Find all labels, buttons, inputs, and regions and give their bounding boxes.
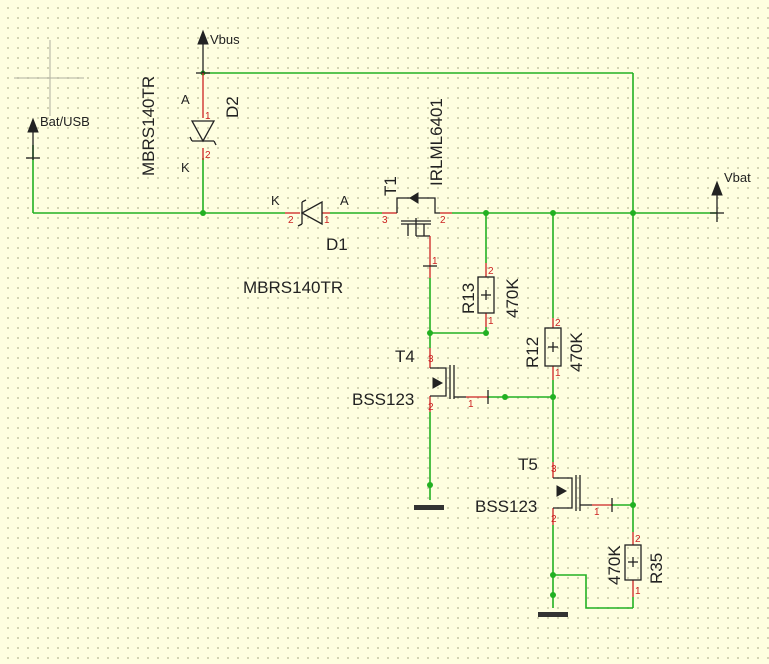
d1-value: MBRS140TR bbox=[243, 278, 343, 297]
r35-pin1: 1 bbox=[635, 586, 641, 597]
junction-dot bbox=[550, 572, 556, 578]
junction-dot bbox=[502, 394, 508, 400]
d1-pin-a-label: A bbox=[340, 193, 349, 208]
t1-pin1: 1 bbox=[432, 256, 438, 267]
d2-ref: D2 bbox=[223, 96, 242, 118]
junctions bbox=[200, 70, 636, 598]
net-port-vbat: Vbat bbox=[710, 170, 751, 222]
d1-pin1: 1 bbox=[324, 215, 330, 226]
resistor-r13: 2 1 R13 470K bbox=[459, 263, 522, 327]
t4-ref: T4 bbox=[395, 347, 415, 366]
junction-dot bbox=[427, 330, 433, 336]
ground-symbol bbox=[538, 612, 568, 617]
diode-d2: 1 2 A K D2 MBRS140TR bbox=[139, 73, 242, 176]
d2-pin1: 1 bbox=[205, 111, 211, 122]
d2-value: MBRS140TR bbox=[139, 76, 158, 176]
t1-pin2: 2 bbox=[440, 215, 446, 226]
t5-pin2: 2 bbox=[551, 514, 557, 525]
t5-pin3: 3 bbox=[551, 464, 557, 475]
d2-pin2: 2 bbox=[205, 150, 211, 161]
net-label-vbat: Vbat bbox=[724, 170, 751, 185]
r35-value: 470K bbox=[605, 545, 624, 585]
d1-pin-k-label: K bbox=[271, 193, 280, 208]
junction-dot bbox=[550, 210, 556, 216]
net-port-bat-usb: Bat/USB bbox=[26, 114, 90, 160]
mosfet-t5: 3 2 1 T5 BSS123 bbox=[475, 455, 613, 525]
origin-crosshair bbox=[14, 40, 84, 116]
wires bbox=[32, 72, 717, 609]
d1-ref: D1 bbox=[326, 235, 348, 254]
wire-r35-return bbox=[553, 574, 633, 609]
ground-symbol bbox=[414, 505, 444, 510]
junction-dot bbox=[550, 592, 556, 598]
t5-value: BSS123 bbox=[475, 497, 537, 516]
r12-pin1: 1 bbox=[555, 368, 561, 379]
t1-ref: T1 bbox=[381, 176, 400, 196]
net-port-vbus: Vbus bbox=[196, 29, 240, 74]
r12-ref: R12 bbox=[523, 337, 542, 368]
mosfet-t4: 3 2 1 T4 BSS123 bbox=[352, 347, 489, 413]
junction-dot bbox=[200, 210, 206, 216]
mosfet-t1: 3 2 1 T1 IRLML6401 bbox=[381, 98, 452, 278]
t5-ref: T5 bbox=[518, 455, 538, 474]
t4-value: BSS123 bbox=[352, 390, 414, 409]
r12-value: 470K bbox=[567, 332, 586, 372]
t4-pin2: 2 bbox=[428, 402, 434, 413]
r12-pin2: 2 bbox=[555, 318, 561, 329]
t4-pin1: 1 bbox=[468, 399, 474, 410]
t5-pin1: 1 bbox=[594, 507, 600, 518]
r35-pin2: 2 bbox=[635, 534, 641, 545]
junction-dot bbox=[483, 210, 489, 216]
d1-pin2: 2 bbox=[288, 215, 294, 226]
junction-dot bbox=[630, 502, 636, 508]
d2-pin-a-label: A bbox=[181, 92, 190, 107]
d2-pin-k-label: K bbox=[181, 160, 190, 175]
r13-pin1: 1 bbox=[488, 316, 494, 327]
r13-ref: R13 bbox=[459, 283, 478, 314]
resistor-r12: 2 1 R12 470K bbox=[523, 318, 586, 380]
junction-dot bbox=[630, 210, 636, 216]
net-label-bat-usb: Bat/USB bbox=[40, 114, 90, 129]
t1-value: IRLML6401 bbox=[427, 98, 446, 186]
r35-ref: R35 bbox=[647, 553, 666, 584]
r13-pin2: 2 bbox=[488, 266, 494, 277]
diode-d1: 2 1 K A D1 MBRS140TR bbox=[243, 193, 349, 297]
r13-value: 470K bbox=[503, 278, 522, 318]
junction-dot bbox=[483, 330, 489, 336]
resistor-r35: 2 1 470K R35 bbox=[605, 532, 666, 597]
t1-pin3: 3 bbox=[382, 215, 388, 226]
net-label-vbus: Vbus bbox=[210, 32, 240, 47]
junction-dot bbox=[427, 482, 433, 488]
junction-dot bbox=[550, 394, 556, 400]
t4-pin3: 3 bbox=[428, 354, 434, 365]
